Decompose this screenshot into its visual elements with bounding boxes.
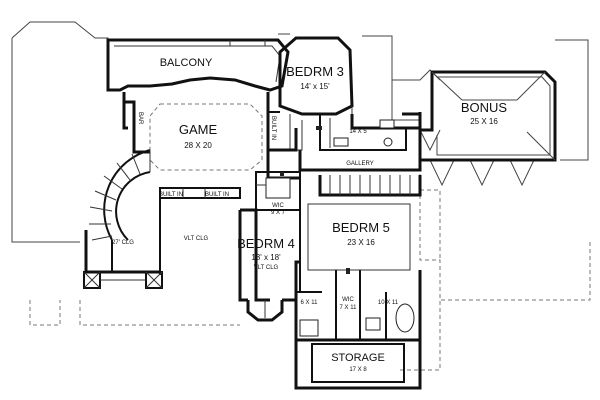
- wic-lower-size: 7 X 11: [340, 305, 358, 311]
- built-in-right-label: BUILT IN: [205, 192, 229, 198]
- room-labels: BALCONY BEDRM 3 14' x 15' BONUS 25 X 16 …: [112, 57, 507, 373]
- bedroom-3-size: 14' x 15': [300, 82, 330, 91]
- curved-staircase: [89, 149, 151, 241]
- bedroom-3-label: BEDRM 3: [286, 64, 344, 79]
- balcony: [106, 38, 290, 92]
- game-tray-ceiling: [149, 103, 263, 171]
- built-in-vertical-label: BUILT IN: [270, 116, 276, 140]
- bedroom-5-size: 23 X 16: [347, 238, 375, 247]
- lower-floor-outline: [29, 160, 591, 371]
- game-size: 28 X 20: [184, 141, 212, 150]
- wic-lower-label: WIC: [342, 297, 354, 303]
- storage-label: STORAGE: [331, 352, 385, 364]
- bedroom-5-label: BEDRM 5: [332, 220, 390, 235]
- storage-size: 17 X 8: [349, 367, 367, 373]
- bath-3-size: 14 X 5: [349, 129, 367, 135]
- wic-upper-label: WIC: [272, 203, 284, 209]
- bonus-size: 25 X 16: [470, 117, 498, 126]
- bonus-label: BONUS: [461, 100, 508, 115]
- bedroom-4-label: BEDRM 4: [237, 236, 295, 251]
- bedroom-4-note: VLT CLG: [254, 265, 279, 271]
- gallery-stairs: [329, 175, 411, 195]
- gallery-label: GALLERY: [346, 161, 374, 167]
- bonus-room: [418, 70, 557, 162]
- bar-label: BAR: [137, 112, 143, 125]
- bedroom-4-bay-window: [246, 300, 284, 322]
- balcony-label: BALCONY: [160, 57, 213, 69]
- bedrooms-4-5-walls: [238, 195, 422, 390]
- bedroom-3: [278, 36, 354, 151]
- game-label: GAME: [179, 122, 218, 137]
- wic-upper-size: 9 X 7: [271, 210, 286, 216]
- built-in-left-label: BUILT IN: [159, 192, 183, 198]
- built-in-row: [159, 187, 241, 275]
- clg-27-label: 27' CLG: [112, 240, 134, 246]
- wic-upper: [255, 171, 301, 211]
- hatched-details: [280, 126, 350, 274]
- bedroom-4-size: 13' x 18': [251, 253, 281, 262]
- vlt-clg-label: VLT CLG: [184, 236, 209, 242]
- closet-left-size: 6 X 11: [301, 300, 319, 306]
- lower-left-block: [83, 230, 163, 289]
- closet-right-size: 10 X 11: [378, 300, 399, 306]
